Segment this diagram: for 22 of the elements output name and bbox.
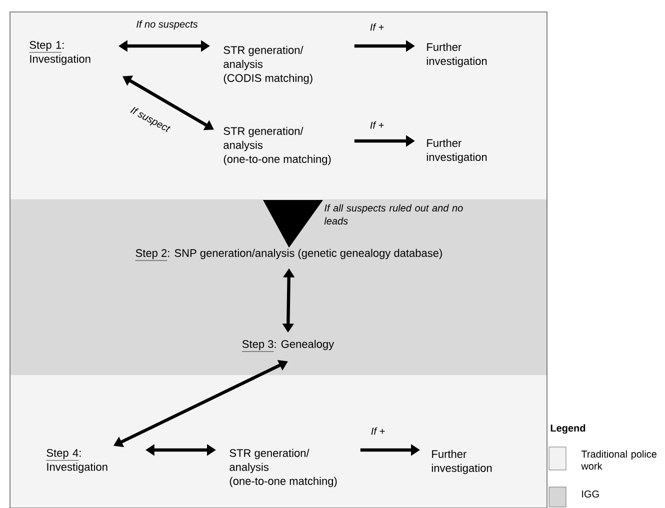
legend-label: Traditional police work (581, 450, 656, 470)
step-label: Step 3: Genealogy (242, 340, 334, 352)
background-band (10, 375, 548, 508)
edge-label: If + (370, 23, 384, 31)
legend-title: Legend (550, 424, 586, 434)
step-label: Step 4: Investigation (46, 449, 108, 473)
outcome-label: Further investigation (426, 138, 487, 164)
edge-label: If all suspects ruled out and no leads (324, 204, 463, 225)
triangle-arrow (263, 200, 323, 248)
edge-label: If + (371, 427, 385, 435)
outcome-label: Further investigation (426, 42, 487, 68)
step-label: Step 2: SNP generation/analysis (genetic genealogy database) (135, 248, 442, 261)
edge-label: If + (370, 121, 384, 129)
edge-label: If no suspects (136, 20, 198, 30)
outcome-label: Further investigation (432, 450, 492, 474)
background-band (10, 199, 548, 376)
process-label: STR generation/ analysis (one-to-one matching) (230, 448, 337, 488)
background-band (10, 12, 548, 200)
legend-label: IGG (582, 490, 599, 498)
step-label: Step 1: Investigation (29, 41, 90, 65)
process-label: STR generation/ analysis (one-to-one matching) (224, 126, 331, 166)
process-label: STR generation/ analysis (CODIS matching) (224, 46, 312, 84)
